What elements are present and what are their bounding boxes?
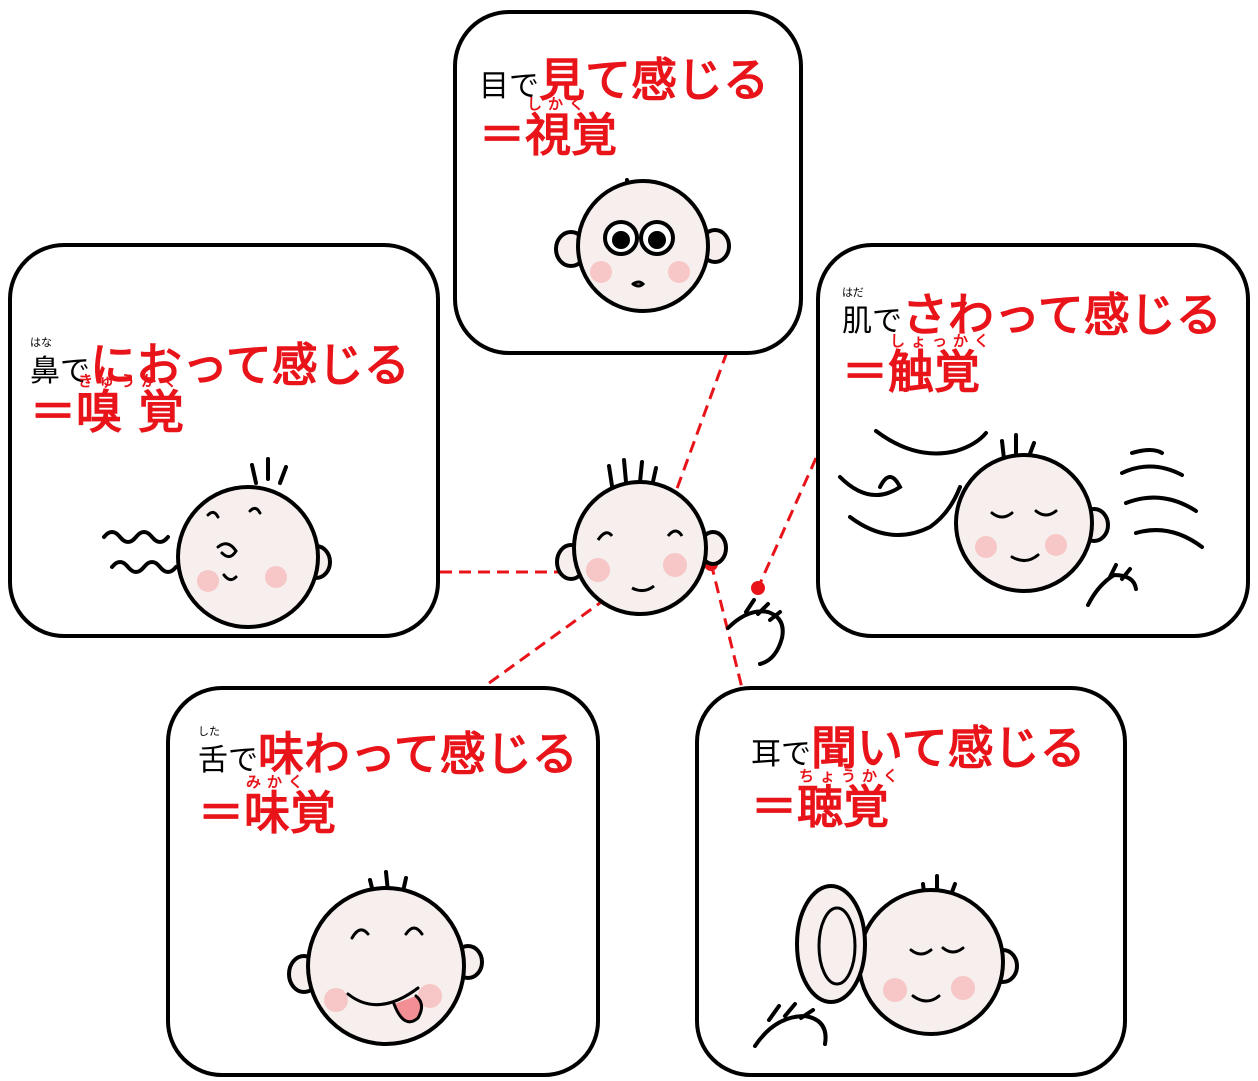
taste-action: 味わって感じる — [258, 727, 578, 781]
dot-hand — [751, 581, 765, 595]
sight-action: 見て感じる — [539, 53, 769, 107]
touch-sense: 触覚 — [888, 345, 980, 399]
hearing-reading: ちょうかく — [799, 767, 905, 785]
smell-reading: きゅうかく — [78, 372, 184, 390]
smell-noun-reading: はな — [30, 336, 52, 349]
smell-action: におって感じる — [90, 338, 410, 392]
smelling-face-icon — [102, 457, 332, 629]
hearing-action: 聞いて感じる — [811, 721, 1086, 775]
connector-hearing — [709, 562, 744, 689]
staring-face-icon — [554, 178, 731, 313]
taste-card: した舌で味わって感じる みかく ＝味覚 — [166, 686, 600, 1077]
touch-equals: ＝ — [842, 345, 888, 399]
hearing-sense: 聴覚 — [797, 780, 889, 834]
hearing-particle: で — [781, 737, 811, 772]
taste-noun-reading: した — [198, 725, 220, 738]
hand-icon — [726, 598, 785, 666]
touch-particle: で — [872, 304, 902, 339]
hearing-noun: 耳 — [751, 737, 781, 772]
sight-sense: 視覚 — [525, 108, 617, 162]
smell-noun: 鼻 — [30, 354, 60, 389]
tasting-face-icon — [287, 870, 484, 1046]
sight-card: 目で見て感じる しかく ＝視覚 — [453, 10, 803, 355]
sight-equals: ＝ — [479, 108, 525, 162]
hearing-card: 耳で聞いて感じる ちょうかく ＝聴覚 — [695, 686, 1127, 1077]
touch-noun-reading: はだ — [842, 286, 864, 299]
touch-reading: しょっかく — [890, 332, 996, 350]
hearing-equals: ＝ — [751, 780, 797, 834]
touch-card: はだ肌でさわって感じる しょっかく ＝触覚 — [816, 243, 1250, 638]
smell-sense: 嗅 覚 — [76, 385, 185, 439]
taste-noun: 舌 — [198, 743, 228, 778]
smell-equals: ＝ — [30, 385, 76, 439]
sight-particle: で — [509, 69, 539, 104]
center-face-icon — [555, 458, 728, 616]
sight-noun: 目 — [479, 69, 509, 104]
breeze-face-icon — [838, 429, 1204, 607]
taste-particle: で — [228, 743, 258, 778]
smell-particle: で — [60, 354, 90, 389]
connector-taste — [484, 585, 623, 688]
taste-sense: 味覚 — [244, 786, 336, 840]
touch-action: さわって感じる — [902, 288, 1222, 342]
smell-card: はな鼻でにおって感じる きゅうかく ＝嗅 覚 — [8, 243, 440, 638]
listening-face-icon — [753, 874, 1019, 1048]
touch-noun: 肌 — [842, 304, 872, 339]
taste-equals: ＝ — [198, 786, 244, 840]
taste-reading: みかく — [246, 773, 310, 791]
sight-reading: しかく — [527, 95, 591, 113]
connector-touch — [756, 457, 818, 589]
